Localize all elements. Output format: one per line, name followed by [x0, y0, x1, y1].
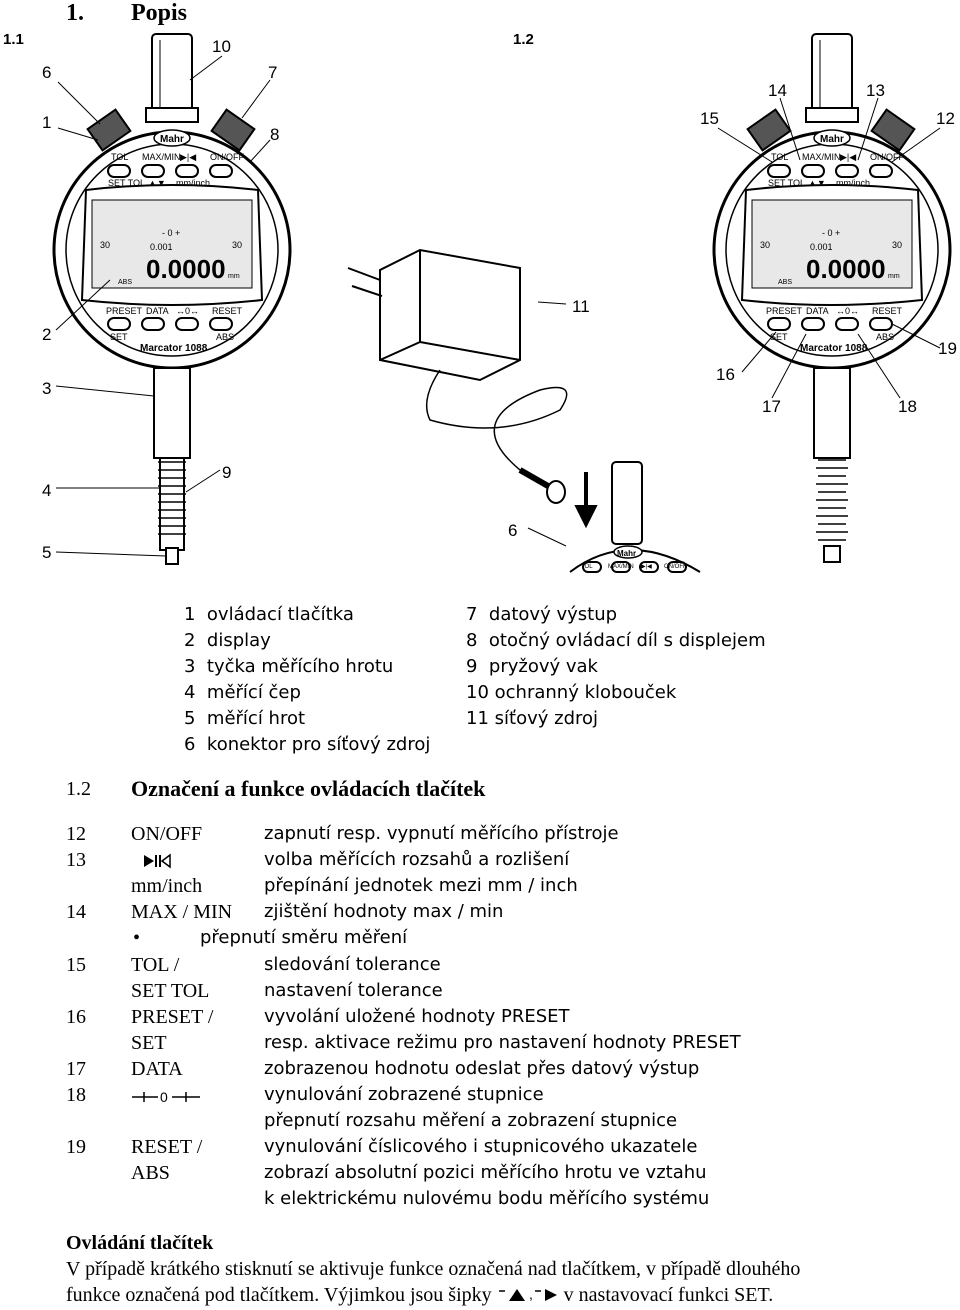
fig2-lcd-resolution: 0.001: [810, 242, 833, 252]
top-sublabel-arrows: ▲▼: [148, 178, 166, 188]
fig2-partial-label-maxmin: MAX/MIN: [608, 564, 634, 570]
callout-12: 12: [936, 109, 955, 128]
figure-1-label: 1.1: [3, 31, 24, 48]
legend-item: 2 display: [184, 630, 271, 651]
top-sublabel-mminch: mm/inch: [176, 178, 210, 188]
operation-line-2: funkce označená pod tlačítkem. Výjimkou …: [66, 1284, 773, 1307]
fig2-lcd-scale-left: 30: [760, 240, 770, 250]
callout-6-connector: 6: [508, 521, 517, 540]
callout-4: 4: [42, 481, 51, 500]
fig2-top-sublabel-settol: SET TOL: [768, 178, 805, 188]
bottom-sublabel-set: SET: [110, 332, 128, 342]
bottom-label-zero: ↔0↔: [176, 306, 199, 316]
fig2-lcd-abs: ABS: [778, 279, 792, 286]
callout-15: 15: [700, 109, 719, 128]
bottom-label-preset: PRESET: [106, 306, 143, 316]
callout-16: 16: [716, 365, 735, 384]
range-resolution-icon: [144, 853, 171, 869]
lcd-resolution: 0.001: [150, 242, 173, 252]
legend-item: 6 konektor pro síťový zdroj: [184, 734, 431, 755]
heading-number: 1.: [66, 0, 84, 26]
figure-2-indicator-power-supply: TOL MAX/MIN ▶|◀ ON/OFF SET TOL ▲▼ mm/inc…: [347, 33, 957, 573]
fig2-top-label-onoff: ON/OFF: [870, 152, 904, 162]
fig2-top-sublabel-arrows: ▲▼: [808, 178, 826, 188]
fig2-brand-logo: Mahr: [820, 134, 844, 145]
lcd-unit: mm: [228, 273, 240, 280]
fig2-bottom-label-preset: PRESET: [766, 306, 803, 316]
callout-9: 9: [222, 463, 231, 482]
lcd-scale-center: - 0 +: [162, 228, 180, 238]
legend-item: 3 tyčka měřícího hrotu: [184, 656, 394, 677]
callout-1: 1: [42, 113, 51, 132]
callout-8: 8: [270, 125, 279, 144]
fig2-partial-label-range: ▶|◀: [641, 564, 652, 570]
fig2-model-name: Marcator 1088: [800, 343, 868, 354]
zero-scale-icon: 0: [132, 1089, 200, 1104]
lcd-reading: 0.0000: [146, 254, 226, 284]
fig2-top-label-tol: TOL: [771, 152, 788, 162]
callout-7: 7: [268, 63, 277, 82]
top-label-maxmin: MAX/MIN: [142, 152, 181, 162]
operation-line-2-end: v nastavovací funkci SET.: [563, 1284, 774, 1306]
legend-item: 10 ochranný klobouček: [466, 682, 677, 703]
callout-14: 14: [768, 81, 787, 100]
callout-5: 5: [42, 543, 51, 562]
fig2-top-label-range: ▶|◀: [840, 152, 856, 162]
fig2-lcd-reading: 0.0000: [806, 254, 886, 284]
legend-item: 11 síťový zdroj: [466, 708, 599, 729]
bottom-sublabel-abs: ABS: [216, 332, 234, 342]
top-label-tol: TOL: [111, 152, 128, 162]
bottom-label-reset: RESET: [212, 306, 243, 316]
section-number: 1.2: [66, 778, 91, 800]
svg-text:0: 0: [160, 1089, 168, 1104]
fig2-bottom-label-zero: ↔0↔: [836, 306, 859, 316]
callout-13: 13: [866, 81, 885, 100]
arrow-keys-icon: ,: [498, 1286, 557, 1302]
brand-logo: Mahr: [160, 134, 184, 145]
legend-item: 8 otočný ovládací díl s displejem: [466, 630, 766, 651]
top-sublabel-settol: SET TOL: [108, 178, 145, 188]
callout-2: 2: [42, 325, 51, 344]
model-name: Marcator 1088: [140, 343, 208, 354]
operation-line-1: V případě krátkého stisknutí se aktivuje…: [66, 1258, 801, 1280]
operation-title: Ovládání tlačítek: [66, 1232, 214, 1254]
lcd-scale-right: 30: [232, 240, 242, 250]
fig2-partial-label-onoff: ON/OFF: [664, 564, 687, 570]
fig2-bottom-label-data: DATA: [806, 306, 829, 316]
fig2-partial-label-tol: TOL: [581, 564, 593, 570]
section-title: Označení a funkce ovládacích tlačítek: [131, 776, 486, 801]
callout-3: 3: [42, 379, 51, 398]
legend-item: 7 datový výstup: [466, 604, 618, 625]
fig2-partial-brand: Mahr: [617, 549, 636, 558]
callout-11: 11: [572, 297, 590, 316]
fig2-top-label-maxmin: MAX/MIN: [802, 152, 841, 162]
heading-title: Popis: [131, 0, 188, 26]
legend-item: 1 ovládací tlačítka: [184, 604, 354, 625]
lcd-scale-left: 30: [100, 240, 110, 250]
figure-2-label: 1.2: [513, 31, 534, 48]
figure-1-indicator: TOL MAX/MIN ▶|◀ ON/OFF SET TOL ▲▼ mm/inc…: [42, 33, 292, 565]
legend-item: 9 pryžový vak: [466, 656, 598, 677]
fig2-lcd-scale-center: - 0 +: [822, 228, 840, 238]
callout-6: 6: [42, 63, 51, 82]
bottom-label-data: DATA: [146, 306, 169, 316]
callout-18: 18: [898, 397, 917, 416]
lcd-abs: ABS: [118, 279, 132, 286]
fig2-bottom-label-reset: RESET: [872, 306, 903, 316]
legend-item: 4 měřící čep: [184, 682, 301, 703]
svg-text:,: ,: [529, 1286, 533, 1302]
fig2-lcd-scale-right: 30: [892, 240, 902, 250]
callout-10: 10: [212, 37, 231, 56]
callout-17: 17: [762, 397, 781, 416]
fig2-bottom-sublabel-abs: ABS: [876, 332, 894, 342]
top-label-onoff: ON/OFF: [210, 152, 244, 162]
legend-item: 5 měřící hrot: [184, 708, 306, 729]
callout-19: 19: [938, 339, 957, 358]
fig2-top-sublabel-mminch: mm/inch: [836, 178, 870, 188]
operation-line-2-start: funkce označená pod tlačítkem. Výjimkou …: [66, 1284, 492, 1306]
top-label-range: ▶|◀: [180, 152, 196, 162]
fig2-bottom-sublabel-set: SET: [770, 332, 788, 342]
fig2-lcd-unit: mm: [888, 273, 900, 280]
